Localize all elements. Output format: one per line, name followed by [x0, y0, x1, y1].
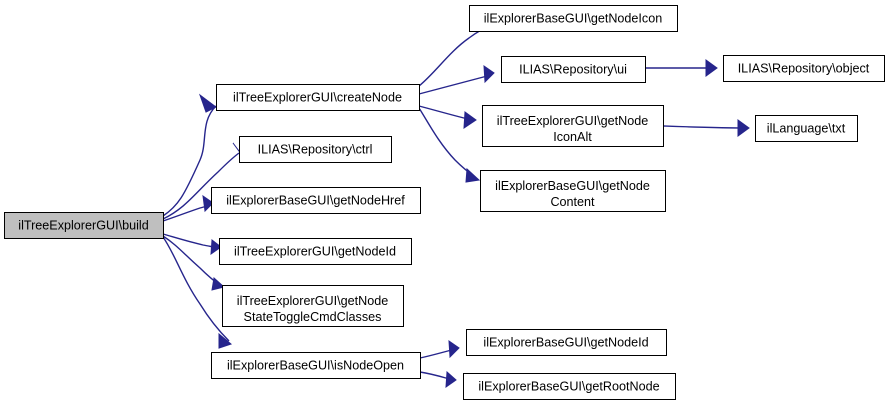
node-box[interactable] — [4, 212, 164, 239]
call-edge-getNodeIconAlt-to-ilLanguageTxt — [662, 119, 750, 137]
node-box[interactable] — [216, 84, 420, 111]
graph-node-getNodeIcon[interactable]: ilExplorerBaseGUI\getNodeIcon — [469, 5, 678, 32]
nodes-layer: ilTreeExplorerGUI\build ilTreeExplorerGUI… — [4, 5, 885, 400]
graph-node-createNode[interactable]: ilTreeExplorerGUI\createNode — [216, 84, 420, 111]
node-label: ILIAS\Repository\ui — [519, 62, 627, 76]
edge-line — [162, 105, 217, 217]
graph-node-getRootNode[interactable]: ilExplorerBaseGUI\getRootNode — [463, 373, 676, 400]
arrowhead-icon — [448, 339, 460, 359]
call-edge-build-to-getNodeHref — [162, 194, 214, 222]
arrowhead-icon — [210, 239, 222, 256]
node-box[interactable] — [211, 352, 421, 379]
graph-node-repoUi[interactable]: ILIAS\Repository\ui — [501, 56, 646, 83]
arrowhead-icon — [211, 277, 226, 291]
graph-node-getNodeStateToggle[interactable]: ilTreeExplorerGUI\getNodeStateToggleCmdC… — [222, 285, 404, 327]
call-edge-createNode-to-getNodeIconAlt — [418, 105, 477, 129]
node-label-line1: ilExplorerBaseGUI\getNode — [495, 179, 650, 193]
node-label: ilExplorerBaseGUI\getNodeIcon — [484, 11, 663, 25]
call-edge-createNode-to-getNodeContent — [418, 107, 481, 183]
arrowhead-icon — [705, 59, 718, 77]
node-label: ilLanguage\txt — [767, 121, 846, 135]
node-box[interactable] — [501, 56, 646, 83]
call-edge-repoUi-to-repoObject — [645, 59, 718, 77]
node-label: ILIAS\Repository\object — [738, 61, 870, 75]
arrowhead-icon — [483, 64, 495, 84]
graph-node-getNodeId1[interactable]: ilTreeExplorerGUI\getNodeId — [219, 238, 412, 265]
node-box[interactable] — [755, 115, 858, 142]
call-edge-build-to-createNode — [162, 93, 217, 217]
graph-node-ilLanguageTxt[interactable]: ilLanguage\txt — [755, 115, 858, 142]
call-edge-build-to-getNodeId1 — [162, 233, 222, 256]
node-label-line2: IconAlt — [553, 130, 592, 144]
node-box[interactable] — [222, 285, 404, 327]
graph-node-repoCtrl[interactable]: ILIAS\Repository\ctrl — [239, 136, 392, 163]
node-label: ilTreeExplorerGUI\getNodeId — [234, 244, 396, 258]
edge-line — [418, 105, 473, 121]
node-box[interactable] — [219, 238, 412, 265]
edge-line — [162, 236, 230, 342]
node-box[interactable] — [480, 170, 666, 212]
call-edge-createNode-to-repoUi — [418, 64, 495, 95]
node-box[interactable] — [211, 187, 421, 214]
node-box[interactable] — [463, 373, 676, 400]
node-label: ilExplorerBaseGUI\isNodeOpen — [227, 358, 404, 372]
edge-line — [162, 204, 212, 222]
node-box[interactable] — [482, 105, 664, 147]
node-label: ilTreeExplorerGUI\createNode — [233, 90, 402, 104]
node-box[interactable] — [723, 55, 885, 82]
call-edge-build-to-getNodeStateToggle — [162, 235, 226, 291]
node-label: ilExplorerBaseGUI\getRootNode — [478, 379, 659, 393]
graph-node-getNodeHref[interactable]: ilExplorerBaseGUI\getNodeHref — [211, 187, 421, 214]
node-label: ilExplorerBaseGUI\getNodeHref — [226, 193, 405, 207]
node-label-line1: ilTreeExplorerGUI\getNode — [237, 294, 388, 308]
node-label-line2: Content — [550, 195, 595, 209]
edge-line — [162, 152, 240, 220]
arrowhead-icon — [463, 111, 477, 129]
graph-node-isNodeOpen[interactable]: ilExplorerBaseGUI\isNodeOpen — [211, 352, 421, 379]
arrowhead-icon — [202, 194, 214, 213]
node-label: ilTreeExplorerGUI\build — [18, 218, 148, 232]
node-label: ilExplorerBaseGUI\getNodeId — [483, 335, 648, 349]
edge-line — [162, 233, 220, 249]
arrowhead-icon — [465, 167, 481, 183]
call-edge-isNodeOpen-to-getNodeId2 — [419, 339, 460, 359]
node-label-line2: StateToggleCmdClasses — [244, 310, 382, 324]
arrowhead-icon — [445, 370, 457, 389]
edge-line — [418, 74, 492, 95]
arrowhead-icon — [218, 332, 233, 349]
node-box[interactable] — [469, 5, 678, 32]
node-box[interactable] — [466, 329, 667, 356]
node-label-line1: ilTreeExplorerGUI\getNode — [497, 114, 648, 128]
call-edge-isNodeOpen-to-getRootNode — [419, 370, 457, 389]
edge-line — [662, 125, 746, 129]
node-box[interactable] — [239, 136, 392, 163]
call-edge-build-to-isNodeOpen — [162, 236, 233, 349]
graph-node-repoObject[interactable]: ILIAS\Repository\object — [723, 55, 885, 82]
graph-node-getNodeId2[interactable]: ilExplorerBaseGUI\getNodeId — [466, 329, 667, 356]
arrowhead-icon — [198, 93, 217, 113]
node-label: ILIAS\Repository\ctrl — [258, 142, 373, 156]
edges-layer — [162, 12, 750, 389]
graph-node-build[interactable]: ilTreeExplorerGUI\build — [4, 212, 164, 239]
arrowhead-icon — [737, 119, 750, 137]
